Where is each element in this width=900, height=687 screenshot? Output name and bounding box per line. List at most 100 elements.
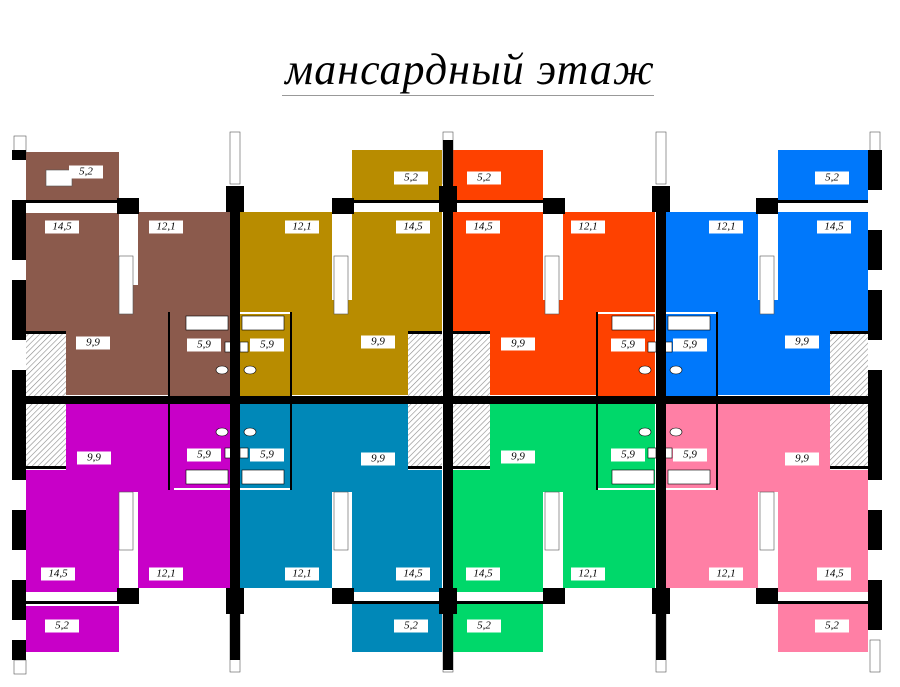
wall <box>453 331 490 334</box>
wall <box>14 396 880 404</box>
stairwells <box>26 334 868 466</box>
stair-6 <box>453 404 490 466</box>
toilet-icon <box>669 365 683 375</box>
area-label-living-b1: 14,5 <box>45 220 79 234</box>
wall <box>230 190 240 660</box>
wall <box>168 404 170 490</box>
window-insert <box>544 491 560 551</box>
apartment-b1 <box>26 152 230 396</box>
window-insert <box>333 255 349 315</box>
side-column <box>229 131 241 185</box>
stair-8 <box>830 404 868 466</box>
wall <box>778 200 868 203</box>
sink-icon <box>239 447 249 459</box>
wall <box>26 331 66 334</box>
area-label-living-b7: 14,5 <box>466 567 500 581</box>
page-title: мансардный этаж <box>285 45 655 94</box>
window-insert <box>759 491 775 551</box>
wall <box>12 640 26 660</box>
wall <box>543 198 565 214</box>
toilet-icon <box>243 427 257 437</box>
area-label-bedroom-b7: 12,1 <box>571 567 605 581</box>
wall <box>12 200 26 260</box>
area-label-bedroom-b8: 12,1 <box>709 567 743 581</box>
area-label-bedroom-b3: 12,1 <box>571 220 605 234</box>
area-label-bath-b8: 5,9 <box>673 448 707 462</box>
area-label-living-b3: 14,5 <box>466 220 500 234</box>
wall <box>12 510 26 550</box>
wall <box>868 370 882 480</box>
toilet-icon <box>215 427 229 437</box>
area-label-hall-b7: 9,9 <box>501 450 535 464</box>
stair-2 <box>26 404 66 466</box>
area-label-hall-b6: 9,9 <box>361 452 395 466</box>
area-label-hall-b8: 9,9 <box>785 452 819 466</box>
wall <box>26 200 119 203</box>
wall <box>652 186 670 212</box>
bathtub-icon <box>185 469 229 485</box>
bathtub-icon <box>241 315 285 331</box>
wall <box>543 588 565 604</box>
room-hall-b1 <box>66 310 174 395</box>
area-label-hall-b3: 9,9 <box>501 337 535 351</box>
area-label-loggia-b1: 5,2 <box>69 165 103 179</box>
stair-7 <box>830 334 868 396</box>
bathtub-icon <box>667 315 711 331</box>
title-underline <box>282 95 654 96</box>
area-label-loggia-b5: 5,2 <box>45 619 79 633</box>
wall <box>453 601 543 604</box>
wall <box>830 331 868 334</box>
wall <box>168 312 170 396</box>
area-label-bedroom-b6: 12,1 <box>285 567 319 581</box>
wall <box>117 198 139 214</box>
stair-5 <box>453 334 490 396</box>
area-label-living-b5: 14,5 <box>41 567 75 581</box>
toilet-icon <box>638 365 652 375</box>
area-label-hall-b5: 9,9 <box>77 451 111 465</box>
wall <box>12 370 26 480</box>
wall <box>117 588 139 604</box>
area-label-bedroom-b1: 12,1 <box>149 220 183 234</box>
area-label-bath-b2: 5,9 <box>250 338 284 352</box>
sink-icon <box>239 341 249 353</box>
toilet-icon <box>243 365 257 375</box>
wall <box>332 588 354 604</box>
wall <box>756 588 778 604</box>
side-column <box>869 639 881 673</box>
sink-icon <box>647 447 657 459</box>
wall <box>290 312 292 396</box>
wall <box>756 198 778 214</box>
wall <box>439 186 457 212</box>
wall <box>868 290 882 340</box>
walls <box>12 140 882 670</box>
room-hall-ext-b1 <box>120 285 230 315</box>
wall <box>408 466 442 469</box>
wall <box>596 312 598 396</box>
area-label-loggia-b3: 5,2 <box>467 171 501 185</box>
stair-1 <box>26 334 66 396</box>
wall <box>596 404 598 490</box>
area-label-bath-b1: 5,9 <box>187 338 221 352</box>
wall <box>352 200 442 203</box>
wall <box>453 466 490 469</box>
area-label-bath-b5: 5,9 <box>187 448 221 462</box>
area-label-hall-b1: 9,9 <box>76 336 110 350</box>
toilet-icon <box>638 427 652 437</box>
area-label-bath-b6: 5,9 <box>250 448 284 462</box>
stair-4 <box>408 404 442 466</box>
wall <box>26 466 66 469</box>
area-label-loggia-b7: 5,2 <box>467 619 501 633</box>
area-label-bedroom-b4: 12,1 <box>709 220 743 234</box>
wall <box>453 200 543 203</box>
wall <box>868 150 882 190</box>
area-label-hall-b2: 9,9 <box>361 335 395 349</box>
area-label-loggia-b6: 5,2 <box>394 619 428 633</box>
window-insert <box>544 255 560 315</box>
area-label-bath-b3: 5,9 <box>611 338 645 352</box>
wall <box>652 588 670 614</box>
window-insert <box>118 491 134 551</box>
wall <box>443 140 453 670</box>
sink-icon <box>647 341 657 353</box>
wall <box>868 510 882 550</box>
area-label-bedroom-b5: 12,1 <box>149 567 183 581</box>
